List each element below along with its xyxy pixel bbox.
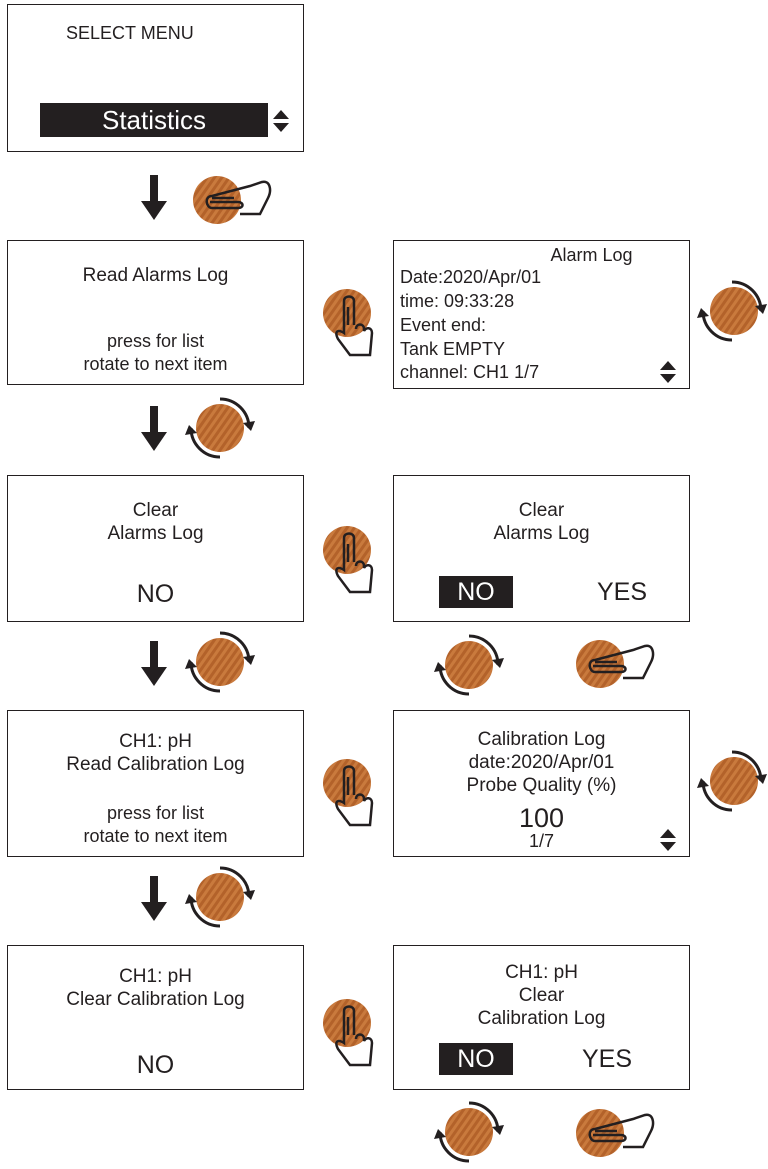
- alarm-date: Date:2020/Apr/01: [400, 267, 542, 287]
- clear-alarms-log-screen: Clear Alarms Log NO: [7, 475, 304, 622]
- clear-label: Clear: [518, 500, 565, 521]
- rotate-icon[interactable]: [697, 746, 767, 816]
- alarms-log-label: Alarms Log: [493, 523, 590, 544]
- clear-label: Clear: [132, 500, 179, 521]
- rotate-hint: rotate to next item: [83, 354, 228, 374]
- no-value[interactable]: NO: [136, 580, 175, 608]
- clear-calibration-log-label: Clear Calibration Log: [66, 989, 245, 1010]
- clear-label: Clear: [518, 985, 565, 1006]
- press-icon[interactable]: [573, 1101, 657, 1161]
- alarm-log-title: Alarm Log: [550, 245, 633, 265]
- read-calibration-log-label: Read Calibration Log: [66, 754, 245, 775]
- calibration-date: date:2020/Apr/01: [468, 752, 615, 773]
- clear-calibration-log-screen: CH1: pH Clear Calibration Log NO: [7, 945, 304, 1090]
- alarm-status: Tank EMPTY: [400, 339, 506, 359]
- read-alarms-log-label: Read Alarms Log: [82, 265, 229, 286]
- arrow-down-icon: [141, 641, 167, 686]
- press-icon[interactable]: [320, 285, 380, 365]
- updown-icon: [660, 829, 676, 851]
- rotate-icon[interactable]: [697, 276, 767, 346]
- no-value[interactable]: NO: [136, 1051, 175, 1079]
- arrow-down-icon: [141, 175, 167, 220]
- no-option-selected[interactable]: NO: [439, 1043, 513, 1075]
- probe-quality-label: Probe Quality (%): [466, 775, 617, 796]
- alarm-event: Event end:: [400, 315, 487, 335]
- yes-option[interactable]: YES: [582, 1045, 633, 1073]
- calibration-log-label: Calibration Log: [477, 1008, 606, 1029]
- alarm-channel: channel: CH1 1/7: [400, 362, 540, 382]
- arrow-down-icon: [141, 406, 167, 451]
- updown-icon: [273, 110, 289, 132]
- no-option-selected[interactable]: NO: [439, 576, 513, 608]
- rotate-icon[interactable]: [434, 1097, 504, 1167]
- rotate-icon[interactable]: [185, 862, 255, 932]
- statistics-selected[interactable]: Statistics: [40, 103, 268, 137]
- calibration-page: 1/7: [528, 831, 555, 851]
- channel-label: CH1: pH: [119, 966, 192, 987]
- rotate-icon[interactable]: [434, 630, 504, 700]
- read-calibration-log-screen: CH1: pH Read Calibration Log press for l…: [7, 710, 304, 857]
- rotate-icon[interactable]: [185, 627, 255, 697]
- alarms-log-label: Alarms Log: [107, 523, 204, 544]
- updown-icon: [660, 361, 676, 383]
- clear-alarms-confirm-screen: Clear Alarms Log NO YES: [393, 475, 690, 622]
- arrow-down-icon: [141, 876, 167, 921]
- alarm-time: time: 09:33:28: [400, 291, 515, 311]
- press-hint: press for list: [106, 331, 205, 351]
- select-menu-title: SELECT MENU: [66, 23, 194, 43]
- press-icon[interactable]: [190, 168, 274, 228]
- read-alarms-log-screen: Read Alarms Log press for list rotate to…: [7, 240, 304, 385]
- clear-calibration-confirm-screen: CH1: pH Clear Calibration Log NO YES: [393, 945, 690, 1090]
- rotate-icon[interactable]: [185, 393, 255, 463]
- yes-option[interactable]: YES: [597, 578, 648, 606]
- press-icon[interactable]: [320, 755, 380, 835]
- press-icon[interactable]: [320, 522, 380, 602]
- alarm-log-screen: Alarm Log Date:2020/Apr/01 time: 09:33:2…: [393, 240, 690, 389]
- rotate-hint: rotate to next item: [83, 826, 228, 846]
- channel-label: CH1: pH: [505, 962, 578, 983]
- press-icon[interactable]: [573, 632, 657, 692]
- select-menu-screen: SELECT MENU Statistics: [7, 4, 304, 152]
- probe-quality-value: 100: [518, 803, 565, 833]
- press-hint: press for list: [106, 803, 205, 823]
- channel-label: CH1: pH: [119, 731, 192, 752]
- press-icon[interactable]: [320, 995, 380, 1075]
- calibration-log-title: Calibration Log: [477, 729, 606, 750]
- calibration-log-screen: Calibration Log date:2020/Apr/01 Probe Q…: [393, 710, 690, 857]
